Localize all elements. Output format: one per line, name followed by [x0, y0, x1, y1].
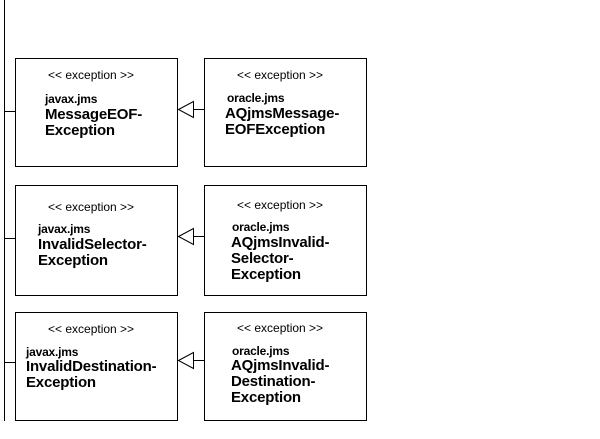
class-name-line: EOFException [225, 121, 326, 138]
class-box-oracle-aqjms-invalid-selector-exception: << exception >> oracle.jms AQjmsInvalid-… [204, 185, 367, 296]
class-name-line: AQjmsInvalid- [231, 357, 330, 374]
class-name-line: Exception [231, 266, 301, 283]
class-name-line: Exception [45, 122, 115, 139]
package-label: javax.jms [26, 345, 79, 359]
package-label: oracle.jms [232, 220, 290, 234]
stereotype-label: << exception >> [237, 321, 324, 335]
class-name-line: AQjmsMessage- [225, 105, 340, 122]
generalization-arrow-row2 [177, 227, 204, 246]
class-name-line: InvalidSelector- [38, 236, 147, 253]
stereotype-label: << exception >> [237, 198, 324, 212]
class-name-line: Exception [231, 389, 301, 406]
stereotype-label: << exception >> [48, 68, 135, 82]
package-label: oracle.jms [227, 91, 285, 105]
stereotype-label: << exception >> [237, 68, 324, 82]
package-label: javax.jms [45, 92, 98, 106]
class-name-line: Exception [26, 374, 96, 391]
class-box-javax-message-eof-exception: << exception >> javax.jms MessageEOF- Ex… [15, 58, 178, 167]
stereotype-label: << exception >> [48, 200, 135, 214]
class-name-line: AQjmsInvalid- [231, 234, 330, 251]
generalization-arrow-row1 [177, 100, 204, 119]
package-label: javax.jms [38, 222, 91, 236]
class-name-line: InvalidDestination- [26, 358, 157, 375]
class-box-javax-invalid-destination-exception: << exception >> javax.jms InvalidDestina… [15, 312, 178, 421]
class-name-line: MessageEOF- [45, 106, 142, 123]
class-box-oracle-aqjms-message-eof-exception: << exception >> oracle.jms AQjmsMessage-… [204, 58, 367, 167]
generalization-arrow-row3 [177, 351, 204, 370]
stereotype-label: << exception >> [48, 322, 135, 336]
class-name-line: Selector- [231, 250, 294, 267]
package-label: oracle.jms [232, 344, 290, 358]
class-name-line: Destination- [231, 373, 316, 390]
class-box-javax-invalid-selector-exception: << exception >> javax.jms InvalidSelecto… [15, 185, 178, 296]
class-box-oracle-aqjms-invalid-destination-exception: << exception >> oracle.jms AQjmsInvalid-… [204, 312, 367, 421]
class-name-line: Exception [38, 252, 108, 269]
